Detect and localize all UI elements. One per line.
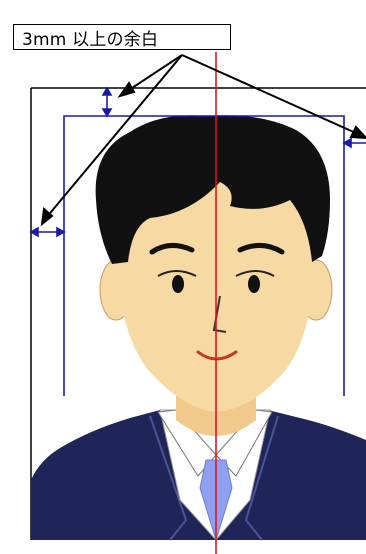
right-eye <box>235 270 275 293</box>
pointer-arrow-icon <box>40 54 366 227</box>
margin-callout-text: 3mm 以上の余白 <box>22 29 159 50</box>
left-eyebrow <box>149 243 195 255</box>
person-hair <box>95 115 330 264</box>
person-nose <box>212 295 227 333</box>
right-eyebrow <box>237 243 285 255</box>
double-headed-arrow-icon <box>29 86 366 238</box>
margin-callout-label: 3mm 以上の余白 <box>13 24 231 50</box>
photo-frame <box>30 87 366 540</box>
margin-guide-lines <box>63 115 345 396</box>
left-eye <box>157 270 197 293</box>
